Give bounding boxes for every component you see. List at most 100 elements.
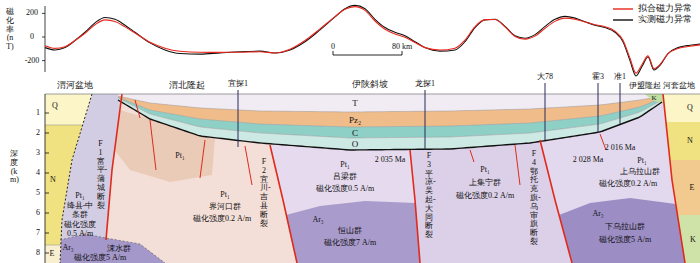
region-name: 河套盆地 <box>663 81 695 90</box>
unit-name: 界河口群 <box>209 202 241 211</box>
age-label: 2 028 Ma <box>573 155 604 164</box>
tick-label: 1 <box>36 108 40 117</box>
legend: 拟合磁力异常实测磁力异常 <box>612 3 692 25</box>
minor-fault <box>470 150 474 162</box>
fault-name: F2宜川-吉县断裂 <box>260 158 268 228</box>
scale-label: 80 km <box>392 42 412 51</box>
axis-tick <box>42 60 45 61</box>
axis-tick <box>45 113 49 114</box>
tick-label: 4 <box>36 168 40 177</box>
basin-fill <box>45 245 61 263</box>
axis-tick <box>45 193 49 194</box>
region-name: 伊陕斜坡 <box>352 79 388 89</box>
magnetization-note: 磁化强度0.2 A/m <box>599 179 657 188</box>
unit-symbol: O <box>352 139 359 149</box>
unit-symbol: Ar₃ <box>312 215 323 224</box>
well-name: 大78 <box>537 72 553 81</box>
basin-fill <box>660 160 700 215</box>
axis-tick <box>45 133 49 134</box>
tick-label: -200 <box>25 56 40 65</box>
legend-line <box>612 17 634 23</box>
basin-fill <box>45 94 92 125</box>
unit-symbol: Pt₁ <box>340 160 349 169</box>
well-line <box>425 90 426 150</box>
archean-block <box>286 201 420 263</box>
magnetization-note: 磁化强度7 A/m <box>324 238 376 247</box>
unit-symbol: N <box>687 136 693 145</box>
unit-symbol: N <box>50 175 56 184</box>
scale-label: 0 <box>331 42 335 51</box>
unit-name: 吕梁群 <box>333 172 357 181</box>
unit-name: 涑水群 <box>107 244 131 253</box>
unit-symbol: Pt₁ <box>175 151 184 160</box>
axis-title: 磁化率(nT) <box>6 8 14 52</box>
legend-item: 拟合磁力异常 <box>612 3 692 14</box>
legend-item: 实测磁力异常 <box>612 14 692 25</box>
fault-line <box>106 94 122 240</box>
tick-label: 200 <box>26 9 38 18</box>
depth-axis <box>45 94 46 263</box>
well-line <box>598 83 599 133</box>
tick-label: 7 <box>36 228 40 237</box>
unconformity-line <box>118 100 662 150</box>
well-line <box>620 83 621 124</box>
unit-symbol: Q <box>687 103 693 112</box>
layer-boundary <box>118 97 662 127</box>
ground-surface <box>45 94 700 95</box>
unit-symbol: K <box>690 235 696 244</box>
fault-name: F4鄂托克旗-乌审旗断裂 <box>530 150 538 247</box>
basin-fill <box>660 215 700 263</box>
tick-label: 8 <box>36 248 40 257</box>
layer-boundary <box>45 125 83 126</box>
magnetization-note: 磁化强度5 A/m <box>599 235 651 244</box>
legend-line <box>612 6 634 12</box>
region-name: 渭河盆地 <box>57 80 93 90</box>
sediment-layer <box>118 98 662 150</box>
magnetization-note: 磁化强度5 A/m <box>74 253 126 262</box>
tick-label: 6 <box>36 208 40 217</box>
unit-symbol: T <box>352 98 358 108</box>
fault-name: F3平凉-吴起-大同断裂 <box>425 152 433 240</box>
unit-name: 绛县-中条群 <box>66 201 94 219</box>
unit-symbol: K <box>651 94 656 102</box>
well-line <box>545 83 546 140</box>
fault-name: F1富平-蒲城断裂 <box>97 140 105 210</box>
minor-fault <box>135 100 140 118</box>
archean-block <box>559 198 685 263</box>
minor-fault <box>245 146 252 185</box>
block-boundary <box>60 234 165 263</box>
unit-symbol: Pt₁ <box>637 156 646 165</box>
axis-title: 深度(km) <box>10 150 18 185</box>
well-name: 宜探1 <box>228 79 248 88</box>
basement-zone <box>45 94 700 263</box>
unit-name: 恒山群 <box>338 226 362 235</box>
magnetization-note: 磁化强度0.5 A/m <box>316 184 374 193</box>
layer-boundary <box>118 96 662 112</box>
scale-bar <box>333 51 402 55</box>
layer-boundary <box>45 245 61 246</box>
region-name: 渭北隆起 <box>169 80 205 90</box>
legend-line-stroke <box>613 19 633 20</box>
chart-axis <box>45 6 46 72</box>
unit-symbol: Ar₃ <box>62 243 73 252</box>
well-name: 准1 <box>614 72 626 81</box>
unit-symbol: C <box>352 128 358 138</box>
well-line <box>238 90 239 147</box>
axis-tick <box>45 153 49 154</box>
axis-tick <box>45 233 49 234</box>
unit-symbol: E <box>690 183 695 192</box>
fitted-curve <box>45 7 700 74</box>
axis-tick <box>45 173 49 174</box>
unit-symbol: Pz₂ <box>349 115 361 125</box>
tick-label: 3 <box>36 148 40 157</box>
magnetization-note: 磁化强度0.2 A/m <box>456 191 514 200</box>
unit-name: 下乌拉山群 <box>605 222 645 231</box>
unit-symbol: E <box>50 249 55 258</box>
minor-fault <box>515 145 520 185</box>
unit-symbol: Pt₁ <box>75 191 84 200</box>
tick-label: 0 <box>30 32 34 41</box>
well-name: 霍3 <box>592 72 604 81</box>
archean-block <box>60 234 165 263</box>
